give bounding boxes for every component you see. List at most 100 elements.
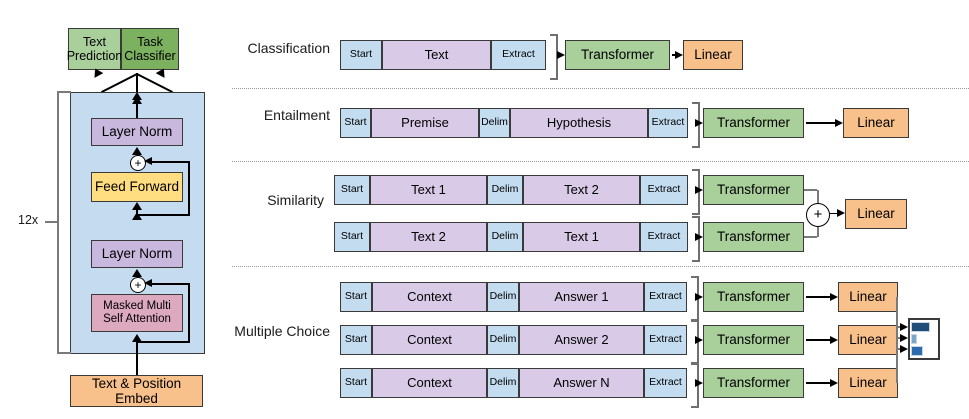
softmax-bar-0 [911,322,930,332]
token-multiple_choice-r1-context: Context [372,325,487,355]
residual-top-v [188,162,190,215]
arrow-line-transformer-linear-entailment-r0 [806,122,835,124]
transformer-multiple_choice-r0: Transformer [703,282,804,312]
layernorm-top-out-arrow [132,96,142,104]
softmax-bar-2 [911,346,923,356]
linear-multiple_choice-r1: Linear [838,325,898,355]
block-layer-norm-top-label: Layer Norm [101,124,173,140]
token-multiple_choice-r1-extract: Extract [644,325,687,355]
task-label-similarity: Similarity [267,192,324,208]
task-label-entailment: Entailment [263,107,330,123]
softmax-bar-1 [911,334,917,344]
token-multiple_choice-r0-extract: Extract [644,282,687,312]
plus2-to-ln-arrow [132,269,142,277]
embed-out-arrow [132,334,142,342]
separator-2 [232,161,969,162]
token-multiple_choice-r1-start: Start [340,325,372,355]
task-label-classification: Classification [247,40,330,56]
arrow-head-merge-linear [837,209,845,217]
token-similarity-r0-text-1: Text 1 [370,175,487,205]
token-similarity-r1-text-1: Text 1 [523,222,640,252]
residual-bottom-v [188,284,190,342]
arrow-line-transformer-linear-multiple_choice-r2 [806,382,830,384]
vote-line-v [896,297,898,383]
plus1-to-ln-arrow [132,147,142,155]
arrow-head-bracket-transformer-similarity-r1 [695,232,703,241]
head-text-prediction-label: Text Prediction [66,35,123,63]
token-multiple_choice-r0-delim: Delim [487,282,519,312]
linear-entailment-r0: Linear [843,108,909,138]
token-similarity-r0-text-2: Text 2 [523,175,640,205]
arrow-head-bracket-transformer-multiple_choice-r1 [695,335,703,344]
token-entailment-r0-delim: Delim [479,108,510,138]
linear-similarity: Linear [845,198,907,229]
residual-top-h-top [150,161,190,163]
block-text-position-embed: Text & Position Embed [70,375,203,407]
residual-bottom-arrow [144,279,152,287]
arrow-head-bracket-transformer-entailment-r0 [695,118,703,127]
token-classification-r0-start: Start [340,40,382,70]
arrow-line-transformer-linear-classification-r0 [672,54,675,56]
vote-arrow-head-2 [900,344,908,353]
repeat-bracket-v [57,91,59,353]
arrow-head-bracket-transformer-classification-r0 [557,50,565,59]
head-task-classifier: Task Classifier [121,28,179,70]
residual-top-h-bottom [137,214,190,216]
separator-3 [232,266,969,267]
transformer-similarity-r0: Transformer [703,175,804,205]
arrow-head-bracket-transformer-similarity-r0 [695,185,703,194]
transformer-classification-r0: Transformer [565,40,670,70]
head-arrow-right-line [136,73,174,93]
layernorm-top-out-line [136,98,138,118]
head-arrow-left-line [100,73,138,93]
block-layer-norm-bottom: Layer Norm [91,240,183,268]
token-similarity-r1-delim: Delim [487,222,523,252]
linear-classification-r0: Linear [683,40,743,70]
token-entailment-r0-extract: Extract [648,108,688,138]
token-similarity-r0-extract: Extract [640,175,688,205]
token-similarity-r1-start: Start [334,222,370,252]
block-masked-self-attention: Masked Multi Self Attention [91,294,183,332]
arrow-head-transformer-linear-multiple_choice-r2 [830,378,838,387]
residual-add-bottom: + [130,277,146,293]
linear-multiple_choice-r0: Linear [838,282,898,312]
arrow-head-transformer-linear-classification-r0 [675,50,683,59]
arrow-head-transformer-linear-entailment-r0 [835,118,843,127]
merge-add-similarity: + [806,202,830,227]
merge-line-bottom [804,236,817,238]
arrow-line-transformer-linear-multiple_choice-r1 [806,339,830,341]
vote-arrow-head-0 [900,322,908,331]
token-multiple_choice-r2-context: Context [372,368,487,398]
arrow-line-transformer-linear-multiple_choice-r0 [806,296,830,298]
token-entailment-r0-start: Start [340,108,371,138]
linear-multiple_choice-r2: Linear [838,368,898,398]
block-masked-self-attention-label: Masked Multi Self Attention [103,300,171,325]
token-multiple_choice-r2-answer-n: Answer N [519,368,644,398]
task-label-multiple_choice: Multiple Choice [234,323,330,339]
block-feed-forward: Feed Forward [91,172,183,202]
token-multiple_choice-r2-extract: Extract [644,368,687,398]
head-text-prediction: Text Prediction [66,28,123,70]
token-multiple_choice-r2-start: Start [340,368,372,398]
arrow-line-merge-linear [829,212,837,215]
token-multiple_choice-r1-delim: Delim [487,325,519,355]
block-feed-forward-label: Feed Forward [94,179,180,195]
block-text-position-embed-label: Text & Position Embed [91,375,182,406]
arrow-head-bracket-transformer-multiple_choice-r0 [695,292,703,301]
arrow-head-transformer-linear-multiple_choice-r1 [830,335,838,344]
transformer-multiple_choice-r1: Transformer [703,325,804,355]
residual-bottom-h-bottom [137,341,190,343]
token-multiple_choice-r0-context: Context [372,282,487,312]
transformer-multiple_choice-r2: Transformer [703,368,804,398]
token-entailment-r0-hypothesis: Hypothesis [510,108,648,138]
vote-arrow-line-1 [896,337,901,339]
separator-1 [232,88,969,89]
token-classification-r0-text: Text [382,40,491,70]
ln-bottom-out-arrow [132,212,142,220]
repeat-bracket-bottom [57,352,71,354]
residual-add-bottom-symbol: + [134,278,142,292]
arrow-head-transformer-linear-multiple_choice-r0 [830,292,838,301]
token-multiple_choice-r0-answer-1: Answer 1 [519,282,644,312]
merge-line-top [804,189,817,191]
vote-arrow-head-1 [900,333,908,342]
